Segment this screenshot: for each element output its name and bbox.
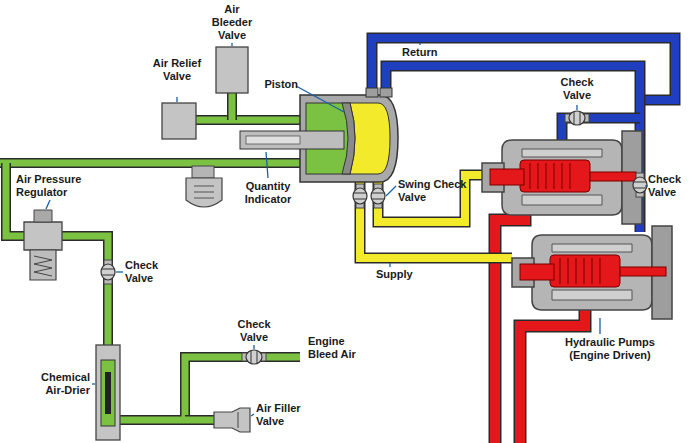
air-valve — [186, 166, 222, 207]
check-valve — [101, 260, 115, 284]
chemical-air-drier — [96, 345, 120, 440]
part-label: Piston — [258, 78, 298, 91]
air-filler-valve — [214, 408, 250, 432]
part-label: Air Pressure Regulator — [16, 173, 98, 199]
hydraulic-pump — [512, 226, 672, 319]
indicator-rod — [240, 131, 344, 149]
part-label: Chemical Air-Drier — [26, 371, 90, 397]
check-valve — [242, 350, 266, 364]
part-label: Quantity Indicator — [233, 180, 303, 206]
air-bleeder-valve — [216, 47, 248, 93]
part-label: Supply — [376, 268, 426, 281]
hydraulic-pump — [482, 131, 642, 224]
part-label: Engine Bleed Air — [308, 335, 358, 361]
part-label: Check Valve — [648, 173, 686, 199]
part-label: Swing Check Valve — [398, 178, 474, 204]
part-label: Return — [402, 46, 452, 59]
leader-line — [46, 43, 648, 416]
air-relief-valve — [162, 103, 196, 139]
part-label: Check Valve — [231, 318, 277, 344]
part-label: Air Relief Valve — [152, 57, 202, 83]
part-label: Check Valve — [554, 76, 600, 102]
check-valve — [565, 111, 589, 125]
air-pressure-regulator — [24, 210, 62, 280]
swing-check-valve — [353, 184, 385, 208]
check-valve — [633, 173, 647, 197]
part-label: Air Bleeder Valve — [204, 3, 260, 42]
air-line — [0, 92, 300, 440]
part-label: Hydraulic Pumps (Engine Driven) — [549, 336, 671, 362]
part-label: Air Filler Valve — [256, 402, 318, 428]
reservoir — [240, 88, 398, 182]
part-label: Check Valve — [125, 259, 171, 285]
return-line — [372, 38, 675, 232]
